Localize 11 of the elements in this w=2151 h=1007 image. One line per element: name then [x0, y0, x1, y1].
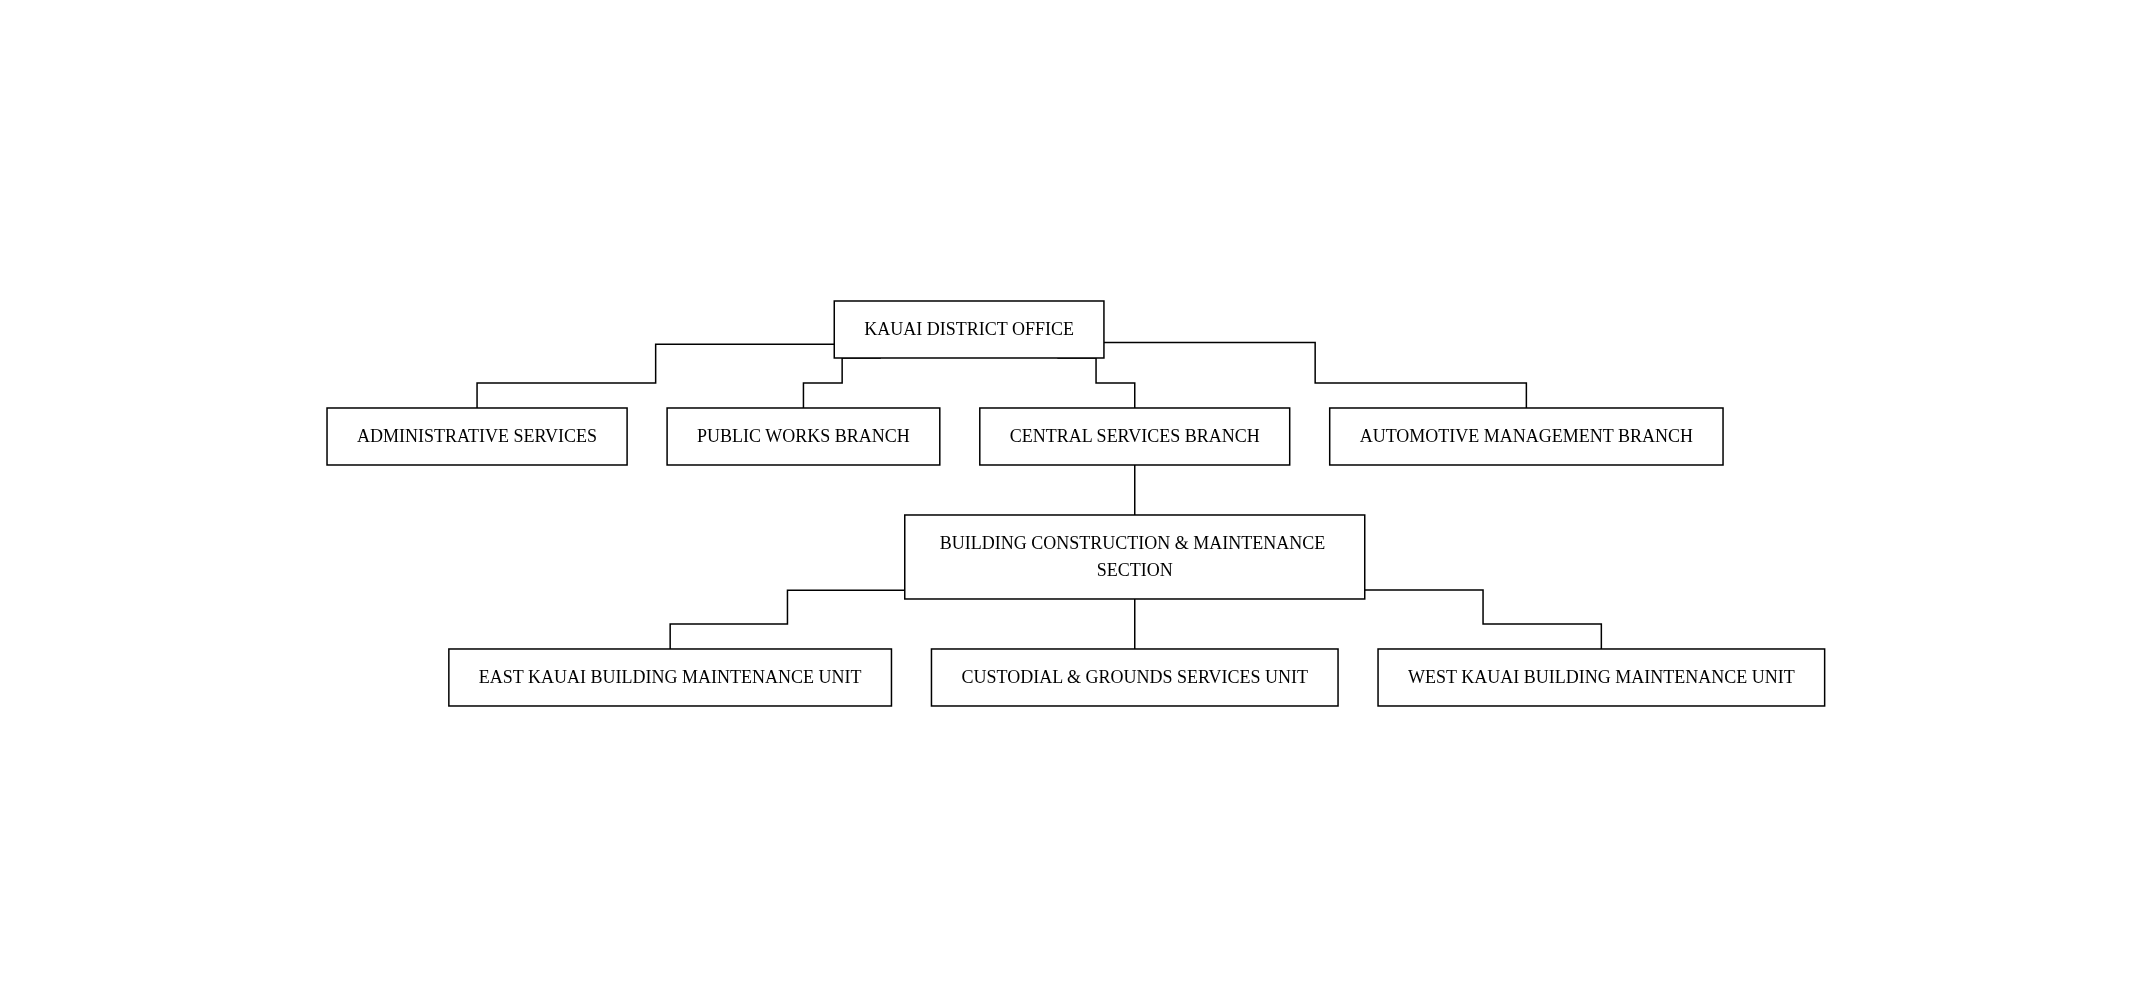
node-box: KAUAI DISTRICT OFFICE	[833, 300, 1105, 359]
node-box: PUBLIC WORKS BRANCH	[666, 407, 941, 466]
node-box: WEST KAUAI BUILDING MAINTENANCE UNIT	[1376, 648, 1826, 707]
connector	[1133, 464, 1136, 516]
node-box: AUTOMOTIVE MANAGEMENT BRANCH	[1328, 407, 1724, 466]
connector	[1133, 598, 1136, 650]
node-box: ADMINISTRATIVE SERVICES	[325, 407, 628, 466]
node-box: EAST KAUAI BUILDING MAINTENANCE UNIT	[447, 648, 892, 707]
node-box: CENTRAL SERVICES BRANCH	[978, 407, 1291, 466]
node-box: CUSTODIAL & GROUNDS SERVICES UNIT	[930, 648, 1339, 707]
node-box: BUILDING CONSTRUCTION & MAINTENANCE SECTION	[903, 514, 1366, 600]
